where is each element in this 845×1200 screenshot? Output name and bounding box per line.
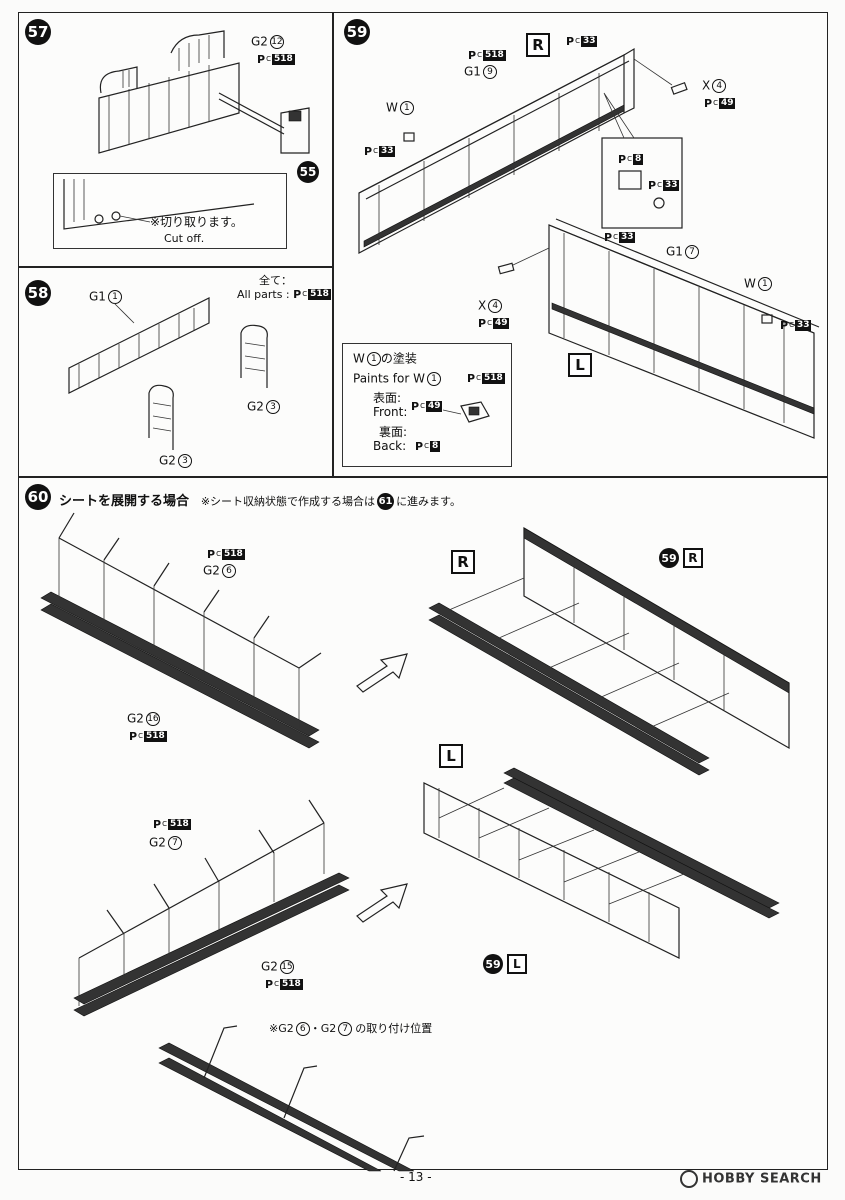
watermark: HOBBY SEARCH: [680, 1170, 822, 1188]
r-side-marker: R: [526, 33, 550, 57]
step-57-badge: 57: [25, 19, 51, 45]
cut-off-note-en: Cut off.: [164, 232, 205, 245]
hobby-search-logo-icon: [680, 1170, 698, 1188]
ref-59-l: 59 L: [483, 954, 527, 974]
side-panels-drawing: [358, 47, 820, 439]
step-58-badge: 58: [25, 280, 51, 306]
step-59-badge: 59: [344, 19, 370, 45]
cut-off-inset: ※切り取ります。 Cut off.: [53, 173, 287, 249]
all-parts-jp: 全て：: [259, 274, 292, 287]
ref-59-r: 59 R: [659, 548, 703, 568]
sheet-frame-drawings: [40, 512, 790, 1172]
cut-off-note-jp: ※切り取ります。: [150, 215, 243, 229]
back-label-en: Back:: [373, 439, 407, 453]
r-assembly-marker: R: [451, 550, 475, 574]
w1-part-icon: [442, 401, 490, 423]
front-label-en: Front:: [373, 405, 408, 419]
side-frame-drawing: [68, 297, 268, 450]
ref-55-badge: 55: [297, 161, 319, 183]
l-assembly-marker: L: [439, 744, 463, 768]
page-number: - 13 -: [400, 1170, 432, 1184]
back-label-jp: 裏面:: [379, 425, 408, 439]
l-side-marker: L: [568, 353, 592, 377]
ref-61-badge: 61: [377, 493, 395, 510]
step-60-badge: 60: [25, 484, 51, 510]
tailgate-drawing: [98, 30, 310, 154]
front-label-jp: 表面:: [373, 391, 402, 405]
